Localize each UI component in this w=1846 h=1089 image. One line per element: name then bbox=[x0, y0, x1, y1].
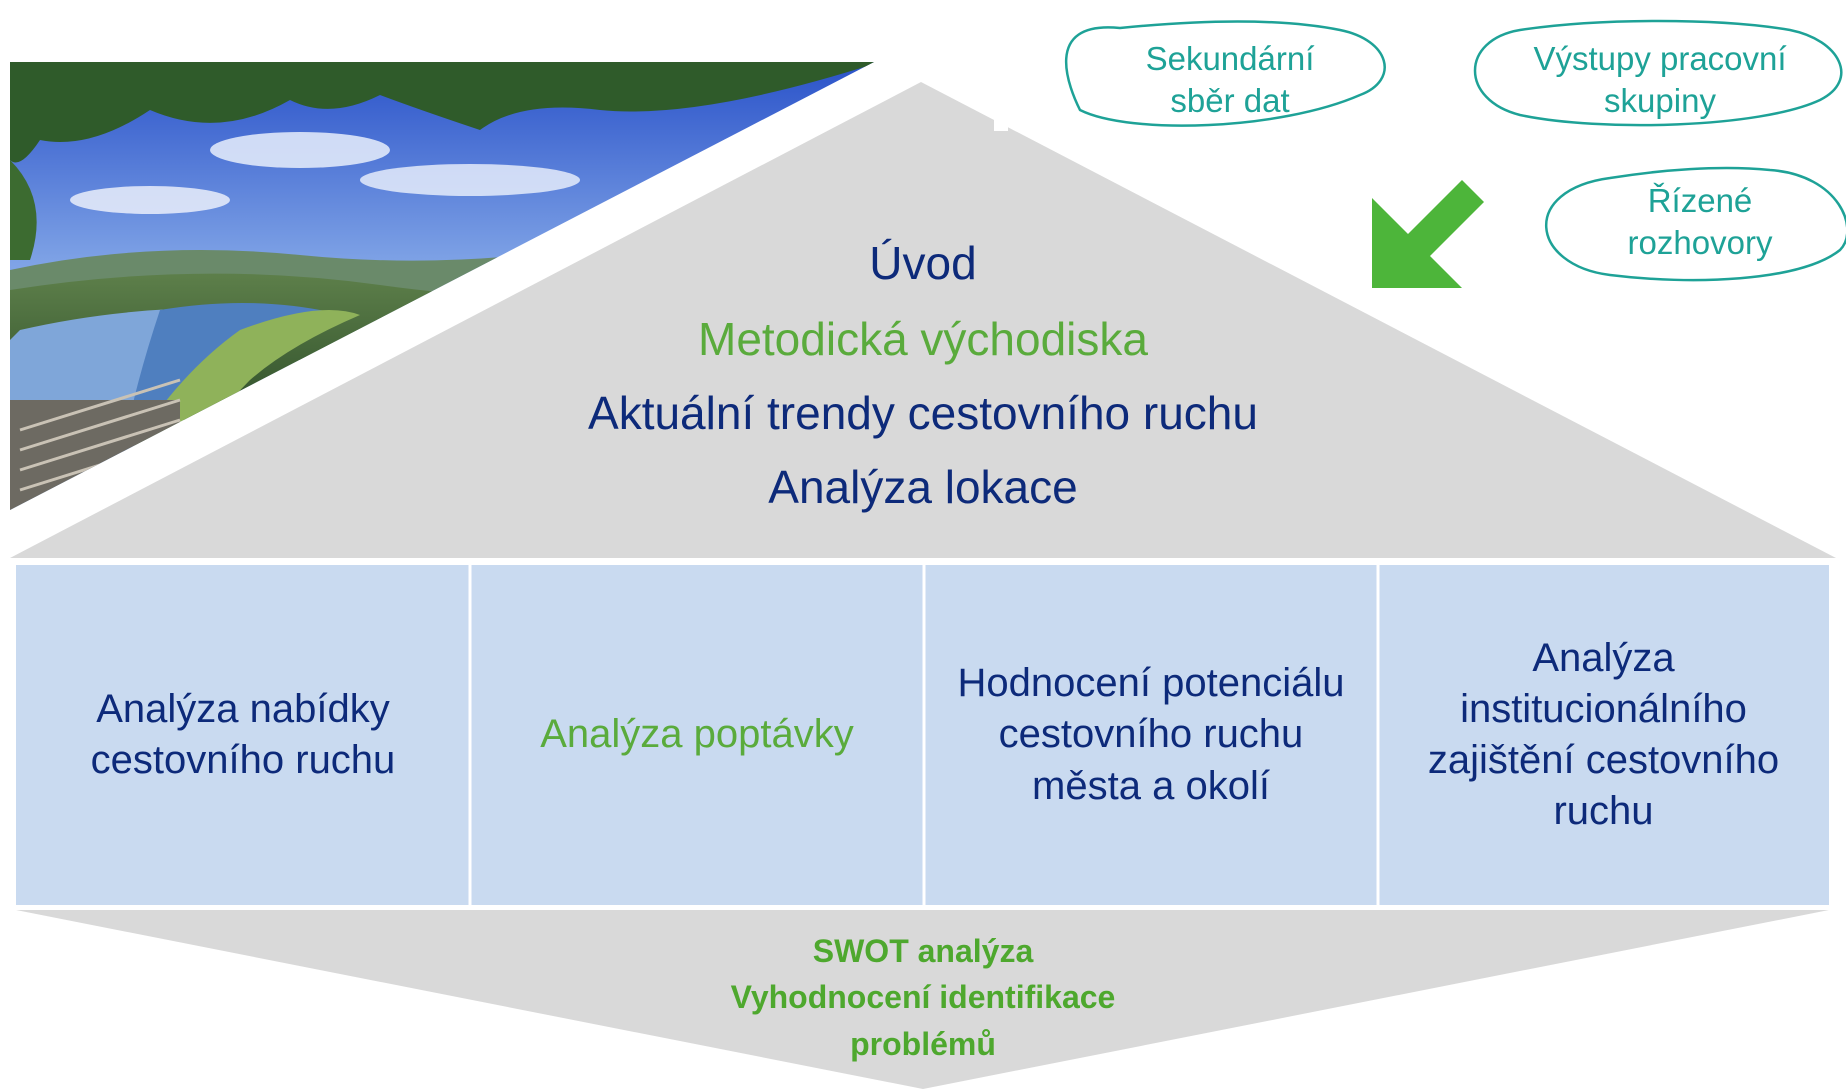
arrow-down-left-icon bbox=[1372, 180, 1484, 288]
roof-shape bbox=[10, 82, 1836, 558]
roof-item-location: Analýza lokace bbox=[768, 461, 1078, 513]
source-guided-interviews: Řízené rozhovory bbox=[1627, 182, 1773, 261]
pillar-demand-analysis: Analýza poptávky bbox=[540, 712, 854, 757]
roof-item-methodology: Metodická východiska bbox=[698, 313, 1148, 365]
base-shape bbox=[16, 910, 1829, 1089]
bubble-secondary-outline bbox=[1065, 20, 1386, 127]
pillar-potential-evaluation: Hodnocení potenciálu cestovního ruchu mě… bbox=[957, 661, 1345, 808]
source-workgroup-outputs: Výstupy pracovní skupiny bbox=[1533, 40, 1787, 119]
base-summary: SWOT analýza Vyhodnocení identifikace pr… bbox=[623, 928, 1223, 1067]
base-problems: problémů bbox=[850, 1025, 996, 1062]
bubble-workgroup-outline bbox=[1473, 19, 1843, 127]
source-secondary-data: Sekundární sběr dat bbox=[1145, 40, 1315, 119]
roof-item-intro: Úvod bbox=[869, 237, 977, 289]
base-swot: SWOT analýza bbox=[812, 933, 1034, 969]
roof-item-trends: Aktuální trendy cestovního ruchu bbox=[588, 387, 1258, 439]
base-problem-identification: Vyhodnocení identifikace bbox=[730, 979, 1116, 1016]
bubble-interviews-outline bbox=[1545, 166, 1846, 282]
pillar-supply-analysis: Analýza nabídky cestovního ruchu bbox=[90, 686, 396, 782]
pillar-institutional-analysis: Analýza institucionálního zajištění cest… bbox=[1427, 635, 1780, 834]
